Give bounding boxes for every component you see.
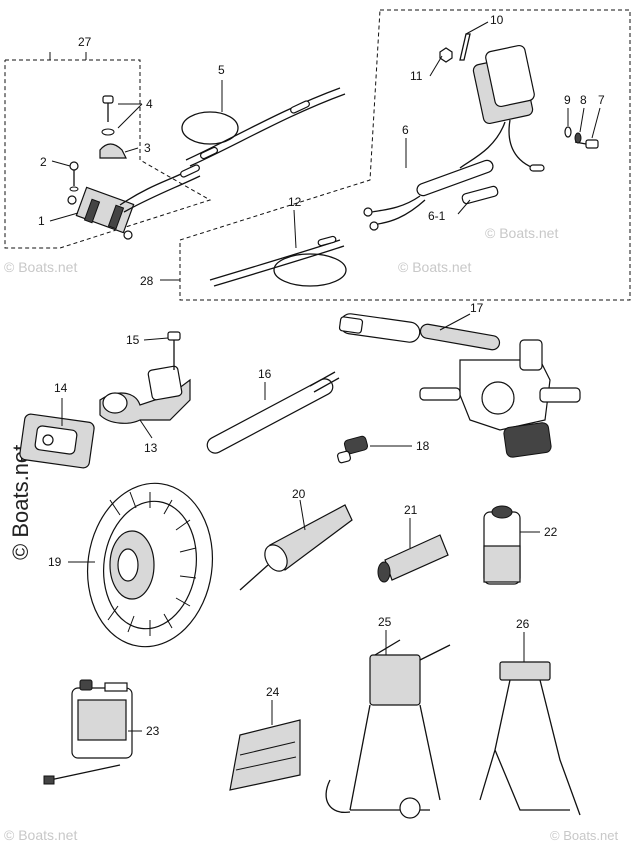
part-20-tube xyxy=(239,504,353,591)
callout-11: 11 xyxy=(410,69,423,83)
part-11-nut xyxy=(439,47,453,63)
kit-27-group xyxy=(4,52,212,249)
callout-5: 5 xyxy=(218,63,225,77)
part-17-assembly xyxy=(338,313,581,458)
callout-9: 9 xyxy=(564,93,571,107)
part-8-washer xyxy=(574,132,582,144)
part-1-rectifier xyxy=(67,186,135,240)
callout-17: 17 xyxy=(470,301,484,315)
callout-7: 7 xyxy=(598,93,605,107)
part-13-bracket xyxy=(99,365,191,424)
part-27-wiring xyxy=(119,164,201,213)
part-4-screw xyxy=(101,95,115,136)
part-10-clip xyxy=(459,33,471,61)
part-5-harness xyxy=(181,87,346,167)
callout-labels: 1 2 3 4 5 6 6-1 7 8 9 10 11 12 13 14 15 … xyxy=(38,13,605,738)
callout-12: 12 xyxy=(288,195,302,209)
part-9-washer xyxy=(564,126,572,138)
part-19-flywheel xyxy=(86,482,214,648)
watermark-5: © Boats.net xyxy=(550,828,619,843)
callout-1: 1 xyxy=(38,214,45,228)
callout-3: 3 xyxy=(144,141,151,155)
callout-8: 8 xyxy=(580,93,587,107)
callout-13: 13 xyxy=(144,441,158,455)
callout-6-1: 6-1 xyxy=(428,209,446,223)
part-6-fuse-holder xyxy=(363,159,494,231)
callout-21: 21 xyxy=(404,503,418,517)
callout-26: 26 xyxy=(516,617,530,631)
leader-lines xyxy=(49,21,601,732)
callout-27: 27 xyxy=(78,35,92,49)
callout-24: 24 xyxy=(266,685,280,699)
part-23-jug xyxy=(43,679,133,785)
part-24-packet xyxy=(229,719,301,791)
part-16-rod xyxy=(206,371,340,454)
callout-25: 25 xyxy=(378,615,392,629)
callout-28: 28 xyxy=(140,274,154,288)
part-14-grommet xyxy=(19,413,95,469)
kit-28-group xyxy=(179,9,631,301)
part-6-1-fuse xyxy=(461,185,499,205)
watermark-vertical: © Boats.net xyxy=(8,445,33,560)
callout-19: 19 xyxy=(48,555,62,569)
watermark-3: © Boats.net xyxy=(4,827,77,843)
watermark-2: © Boats.net xyxy=(398,259,471,275)
part-21-tube xyxy=(377,534,449,583)
watermark-4: © Boats.net xyxy=(485,225,558,241)
callout-10: 10 xyxy=(490,13,504,27)
callout-15: 15 xyxy=(126,333,140,347)
part-15-screw xyxy=(167,331,181,370)
callout-23: 23 xyxy=(146,724,160,738)
callout-16: 16 xyxy=(258,367,272,381)
callout-22: 22 xyxy=(544,525,558,539)
part-regulator xyxy=(459,44,545,172)
callout-14: 14 xyxy=(54,381,68,395)
part-2-screw xyxy=(69,161,79,192)
part-25-stand xyxy=(325,639,451,819)
callout-2: 2 xyxy=(40,155,47,169)
callout-4: 4 xyxy=(146,97,153,111)
watermark-1: © Boats.net xyxy=(4,259,77,275)
callout-6: 6 xyxy=(402,123,409,137)
part-3-clamp xyxy=(99,143,127,159)
callout-20: 20 xyxy=(292,487,306,501)
part-18-fitting xyxy=(336,435,369,464)
callout-18: 18 xyxy=(416,439,430,453)
part-22-can xyxy=(483,505,521,585)
part-12-harness xyxy=(209,235,347,287)
part-26-stand xyxy=(479,661,581,816)
